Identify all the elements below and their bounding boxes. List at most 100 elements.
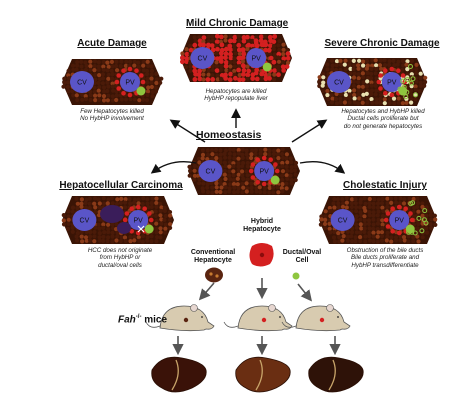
hepatocyte: [206, 42, 211, 48]
hepatocyte: [317, 79, 322, 84]
hepatocyte: [163, 226, 168, 231]
hepatocyte: [375, 213, 380, 218]
hepatocyte: [192, 173, 197, 178]
hepatocyte: [267, 76, 272, 81]
hepatocyte: [131, 200, 137, 205]
hepatocyte: [356, 101, 361, 106]
hepatocyte: [387, 97, 392, 102]
liver-conventional: [151, 356, 207, 393]
hepatocyte: [249, 189, 254, 194]
hepatocyte: [371, 239, 376, 244]
hepatocyte: [285, 51, 291, 57]
hepatocyte: [223, 38, 228, 43]
hepatocyte: [227, 186, 232, 191]
hepatocyte: [205, 77, 211, 82]
hybrid-hepatocyte: [409, 217, 415, 223]
hepatocyte: [401, 63, 406, 68]
hepatocyte: [137, 98, 142, 103]
hybrid-hepatocyte: [396, 230, 402, 236]
hepatocyte: [351, 58, 356, 64]
hepatocyte: [235, 176, 240, 181]
hepatocyte: [231, 178, 236, 183]
hepatocyte: [206, 152, 211, 157]
hepatocyte: [271, 151, 277, 157]
hepatocyte: [236, 34, 241, 39]
hybrid-hepatocyte: [116, 73, 121, 78]
hepatocyte: [371, 230, 376, 235]
hepatocyte: [323, 217, 328, 222]
ductal-cell: [419, 228, 425, 234]
hepatocyte: [88, 230, 93, 235]
hepatocyte: [97, 235, 102, 240]
hepatocyte: [201, 42, 207, 48]
hepatocyte: [363, 208, 368, 213]
mouse-ductal: [281, 304, 351, 332]
hepatocyte: [284, 156, 289, 161]
hepatocyte: [188, 47, 194, 53]
hepatocyte: [363, 201, 368, 206]
hepatocyte: [267, 152, 272, 157]
hepatocyte: [158, 208, 163, 213]
hepatocyte: [381, 209, 386, 214]
hepatocyte: [329, 93, 334, 98]
hepatocyte: [428, 213, 433, 218]
hepatocyte: [356, 92, 361, 97]
mice-gene: Fah: [118, 314, 136, 326]
hepatocyte: [254, 76, 260, 82]
hepatocyte: [281, 47, 286, 52]
central-vein: [327, 71, 351, 93]
hepatocyte: [361, 92, 366, 97]
hepatocyte: [323, 209, 328, 214]
hepatocyte: [285, 47, 291, 53]
hepatocyte: [244, 148, 249, 153]
hepatocyte: [232, 185, 237, 190]
hepatocyte: [219, 34, 224, 40]
hepatocyte: [66, 217, 71, 222]
hepatocyte: [347, 92, 352, 97]
hepatocyte: [154, 226, 159, 231]
hepatocyte: [231, 147, 236, 152]
hepatocyte: [370, 58, 375, 63]
bile-duct: [405, 224, 415, 234]
hepatocyte: [358, 238, 363, 244]
hepatocyte: [413, 84, 418, 89]
nucleus: [215, 274, 219, 278]
hepatocyte: [389, 196, 394, 201]
hepatocyte: [351, 83, 356, 88]
hepatocyte: [280, 151, 285, 157]
hepatocyte: [365, 100, 370, 105]
hepatocyte: [123, 205, 128, 210]
hepatocyte: [276, 148, 281, 153]
hepatocyte: [101, 59, 106, 65]
hepatocyte: [245, 155, 250, 160]
hepatocyte: [75, 60, 80, 65]
hepatocyte: [235, 189, 240, 194]
hepatocyte: [106, 64, 111, 69]
hepatocyte: [105, 201, 110, 206]
hepatocyte: [106, 235, 111, 240]
hepatocyte: [154, 196, 159, 201]
hepatocyte: [236, 164, 241, 169]
hepatocyte: [276, 55, 281, 60]
hepatocyte: [93, 225, 98, 230]
hepatocyte: [105, 80, 110, 85]
hepatocyte: [387, 62, 392, 67]
hepatocyte: [88, 59, 93, 64]
hepatocyte: [231, 38, 237, 44]
hepatocyte: [80, 239, 85, 244]
hepatocyte: [334, 63, 339, 68]
hepatocyte: [323, 226, 328, 231]
hepatocyte: [236, 60, 242, 65]
liver-ligament: [255, 359, 263, 391]
hepatocyte: [267, 148, 272, 153]
hepatocyte: [154, 80, 159, 86]
hepatocyte: [358, 230, 363, 235]
hepatocyte: [206, 72, 211, 77]
hepatocyte: [285, 60, 291, 65]
hepatocyte: [345, 229, 350, 234]
hepatocyte: [66, 68, 71, 73]
hepatocyte: [385, 201, 390, 206]
hepatocyte: [240, 173, 245, 178]
label-conventional-hepatocyte: Conventional Hepatocyte: [178, 249, 248, 265]
hepatocyte: [110, 222, 115, 227]
